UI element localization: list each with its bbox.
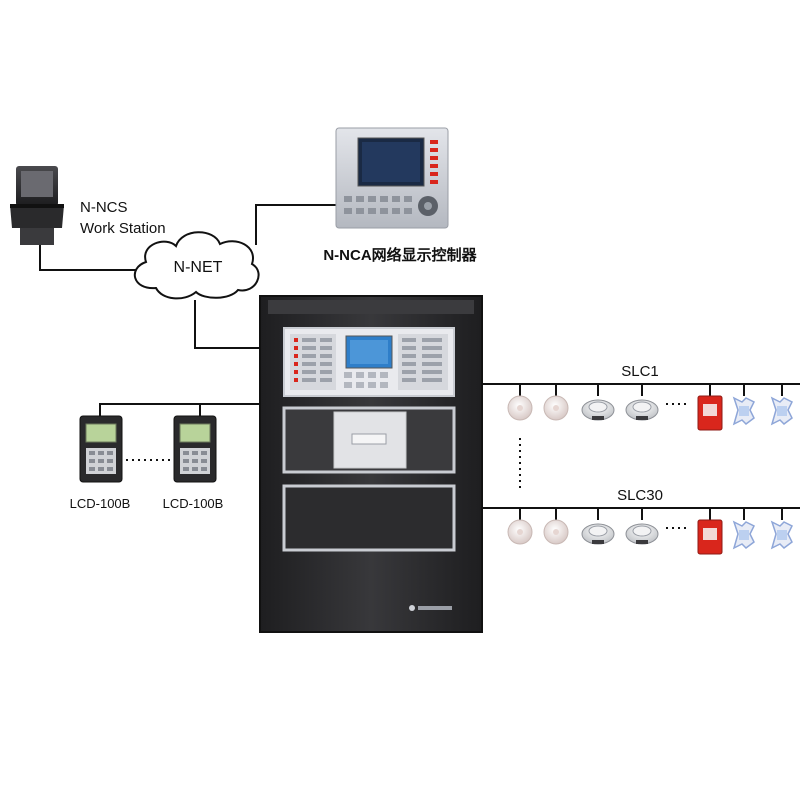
- heat-detector-icon: [581, 399, 615, 421]
- workstation-label-line1: N-NCS: [80, 199, 128, 216]
- heat-detector-icon: [625, 523, 659, 545]
- cabinet-bottom-bay: [282, 484, 456, 552]
- network-label: N-NET: [174, 259, 223, 276]
- nca-keypad: [344, 196, 412, 214]
- nca-controller-icon: [335, 127, 449, 229]
- heat-detector-icon: [581, 523, 615, 545]
- isolator-module-icon: [732, 520, 756, 550]
- slc30-label: SLC30: [617, 487, 663, 504]
- cabinet-keypad: [344, 372, 388, 388]
- smoke-detector-icon: [543, 395, 569, 421]
- smoke-detector-icon: [507, 395, 533, 421]
- manual-call-point-icon: [697, 519, 723, 555]
- lcd-link: [99, 403, 201, 418]
- isolator-module-icon: [770, 520, 794, 550]
- lcd-right-label: LCD-100B: [163, 496, 224, 511]
- cabinet-logo-mark: [409, 605, 415, 611]
- cabinet-panel-leds: [294, 338, 298, 382]
- control-cabinet: [259, 295, 483, 633]
- workstation-icon: [10, 166, 64, 245]
- cabinet-link: [194, 300, 262, 349]
- nca-red-leds: [430, 140, 438, 184]
- smoke-detector-icon: [507, 519, 533, 545]
- slc1-devices: [507, 384, 794, 431]
- smoke-detector-icon: [543, 519, 569, 545]
- isolator-module-icon: [770, 396, 794, 426]
- lcd-terminal-right: [173, 415, 217, 483]
- nca-controller-label: N-NCA网络显示控制器: [323, 246, 477, 264]
- lcd-left-label: LCD-100B: [70, 496, 131, 511]
- lcd-terminal-left: [79, 415, 123, 483]
- workstation-link: [39, 245, 150, 271]
- slc30-devices: [507, 508, 794, 555]
- heat-detector-icon: [625, 399, 659, 421]
- slc1-label: SLC1: [621, 363, 659, 380]
- nca-link: [255, 204, 338, 245]
- isolator-module-icon: [732, 396, 756, 426]
- network-cloud: [133, 231, 260, 300]
- manual-call-point-icon: [697, 395, 723, 431]
- workstation-label-line2: Work Station: [80, 220, 166, 237]
